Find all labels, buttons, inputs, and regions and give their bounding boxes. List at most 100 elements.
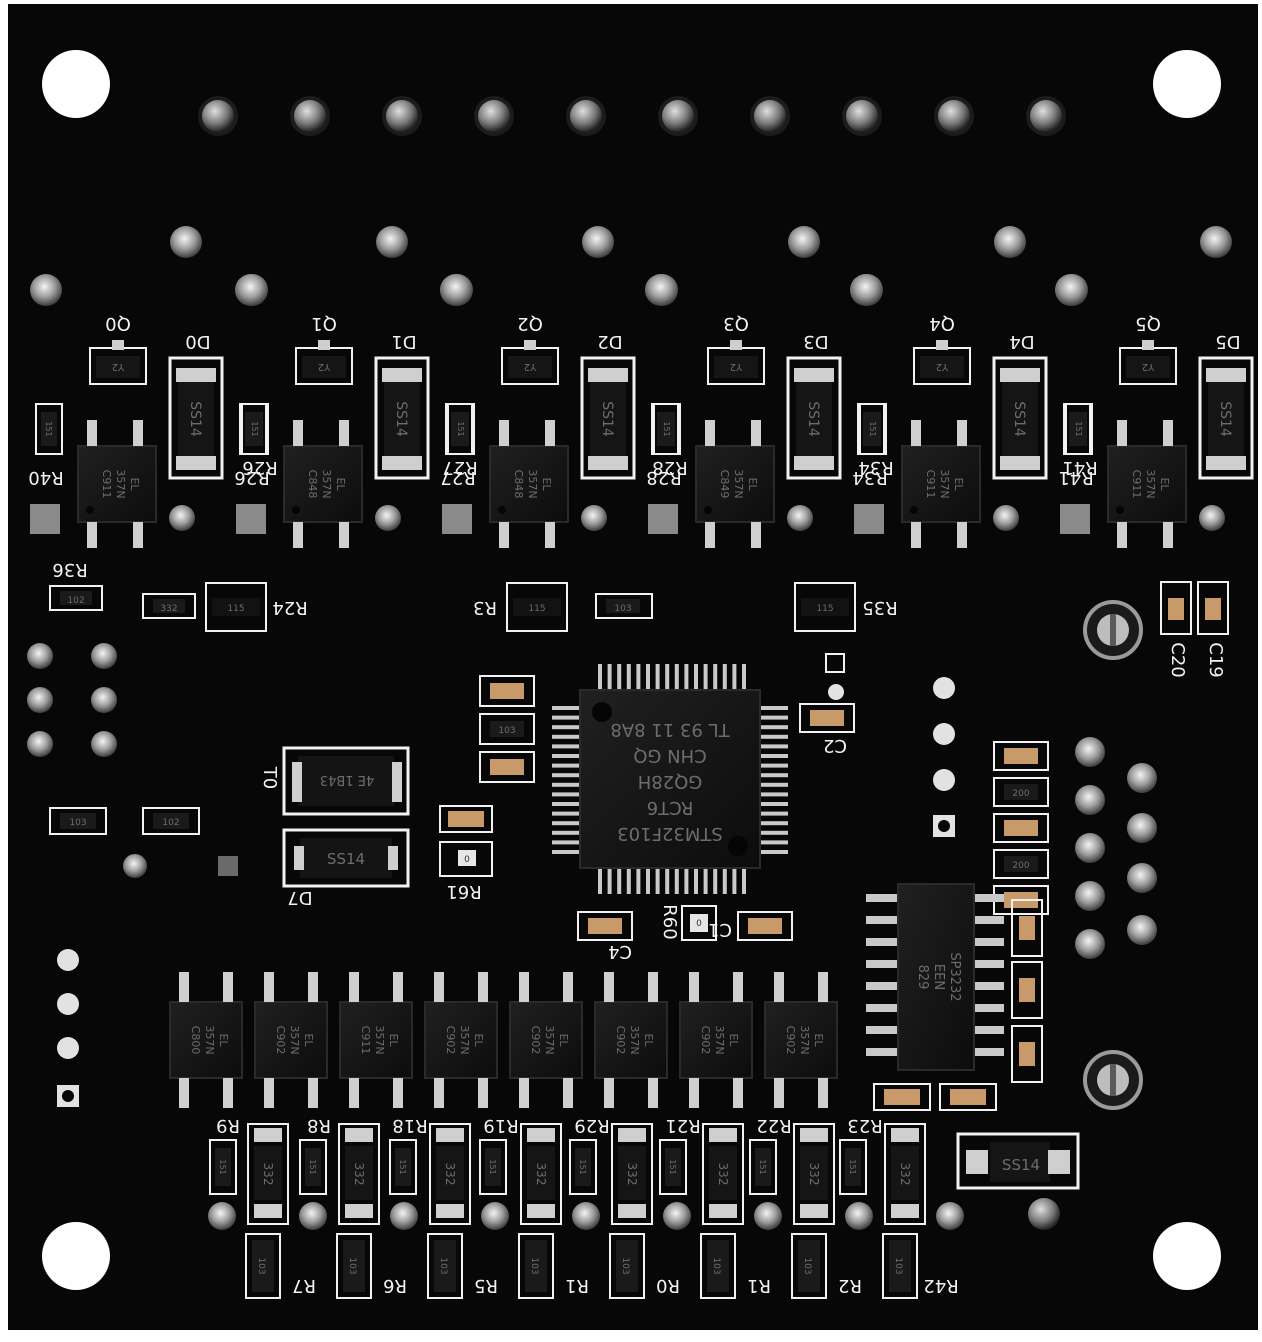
resistor-code: 332 xyxy=(534,1163,548,1186)
resistor-code: 200 xyxy=(1012,861,1029,871)
component-t0: 4E 1B43 T0 xyxy=(259,746,410,816)
optocoupler-marking: EL xyxy=(334,477,347,491)
svg-text:103: 103 xyxy=(802,1257,812,1274)
label-output-top: R22 xyxy=(756,1115,791,1136)
terminal-pin xyxy=(170,226,202,258)
svg-text:103: 103 xyxy=(256,1257,266,1274)
terminal-pin xyxy=(788,226,820,258)
header-pin xyxy=(27,731,53,757)
label-output-top: R8 xyxy=(307,1115,331,1136)
optocoupler-marking: EL xyxy=(387,1033,400,1047)
transistor-code: Y2 xyxy=(112,361,125,372)
label-output-top: R18 xyxy=(392,1115,427,1136)
optocoupler-marking: EL xyxy=(812,1033,825,1047)
input-terminal-pins xyxy=(30,226,1232,306)
label-d: D3 xyxy=(803,331,828,352)
optocoupler-marking: EL xyxy=(472,1033,485,1047)
label-d: D4 xyxy=(1009,331,1034,352)
svg-text:103: 103 xyxy=(893,1257,903,1274)
right-connector-pins xyxy=(1075,737,1157,959)
label-d: D2 xyxy=(597,331,622,352)
label-d: D5 xyxy=(1215,331,1240,352)
label-r3: R3 xyxy=(473,597,497,618)
connector-pin xyxy=(1127,915,1157,945)
label-r: R26 xyxy=(234,467,269,488)
optocoupler-marking: 357N xyxy=(798,1025,811,1054)
header-pin xyxy=(91,731,117,757)
label-r: R40 xyxy=(28,467,63,488)
svg-text:151: 151 xyxy=(456,421,465,436)
diode-code: SS14 xyxy=(187,401,203,437)
transistor-code: Y2 xyxy=(524,361,537,372)
terminal-pin xyxy=(1056,274,1088,306)
connector-pin xyxy=(1075,785,1105,815)
bottom-diode: SS14 xyxy=(956,1132,1080,1190)
diode-code: SS14 xyxy=(1011,401,1027,437)
label-q: Q4 xyxy=(929,313,955,334)
label-r: R41 xyxy=(1062,457,1097,478)
svg-text:151: 151 xyxy=(662,421,671,436)
svg-text:151: 151 xyxy=(218,1159,227,1174)
label-c4: C4 xyxy=(608,941,632,962)
svg-text:151: 151 xyxy=(488,1159,497,1174)
optocoupler-marking: C911 xyxy=(359,1026,372,1055)
resistor-network-r24: 115 R24 xyxy=(205,582,308,632)
mcu-marking: RCT6 xyxy=(647,797,694,818)
connector-pin xyxy=(1127,763,1157,793)
label-q: Q0 xyxy=(105,313,131,334)
resistor-code: 332 xyxy=(716,1163,730,1186)
connector-pin xyxy=(1075,881,1105,911)
label-output-top: R21 xyxy=(665,1115,700,1136)
mcu-marking: GQ28H xyxy=(638,771,703,792)
transistor-code: Y2 xyxy=(1142,361,1155,372)
terminal-pin xyxy=(30,274,62,306)
optocoupler-marking: 357N xyxy=(320,469,333,498)
terminal-pin xyxy=(1200,226,1232,258)
terminal-pin xyxy=(646,274,678,306)
label-r: R34 xyxy=(858,457,893,478)
optocoupler-marking: C902 xyxy=(274,1026,287,1055)
label-d: D0 xyxy=(185,331,210,352)
svg-text:151: 151 xyxy=(1074,421,1083,436)
optocoupler-marking: C911 xyxy=(100,470,113,499)
optocoupler-marking: C911 xyxy=(924,470,937,499)
code-bottom-diode: SS14 xyxy=(1002,1156,1040,1174)
label-output-top: R19 xyxy=(483,1115,518,1136)
header-pin xyxy=(91,643,117,669)
svg-text:115: 115 xyxy=(528,604,545,614)
right-test-pads xyxy=(933,677,955,837)
optocoupler-marking: EL xyxy=(727,1033,740,1047)
optocoupler-marking: 357N xyxy=(628,1025,641,1054)
optocoupler-marking: C849 xyxy=(718,470,731,499)
label-output-bottom: R0 xyxy=(656,1275,680,1296)
left-lower-pads xyxy=(57,949,79,1107)
label-r60: R60 xyxy=(659,904,680,939)
mcu-marking: TL 93 11 8A8 xyxy=(610,719,730,740)
svg-text:103: 103 xyxy=(438,1257,448,1274)
label-q: Q5 xyxy=(1135,313,1161,334)
code-r61: 0 xyxy=(464,855,470,865)
code-t0: 4E 1B43 xyxy=(320,772,374,787)
optocoupler-marking: 357N xyxy=(543,1025,556,1054)
label-d: D1 xyxy=(391,331,416,352)
terminal-pin xyxy=(851,274,883,306)
svg-text:115: 115 xyxy=(227,604,244,614)
connector-pin xyxy=(1127,813,1157,843)
label-output-bottom: R7 xyxy=(292,1275,316,1296)
optocoupler-marking: 357N xyxy=(114,469,127,498)
label-r: R28 xyxy=(652,457,687,478)
transistor-code: Y2 xyxy=(936,361,949,372)
optocoupler-marking: 357N xyxy=(203,1025,216,1054)
optocoupler-marking: C902 xyxy=(529,1026,542,1055)
